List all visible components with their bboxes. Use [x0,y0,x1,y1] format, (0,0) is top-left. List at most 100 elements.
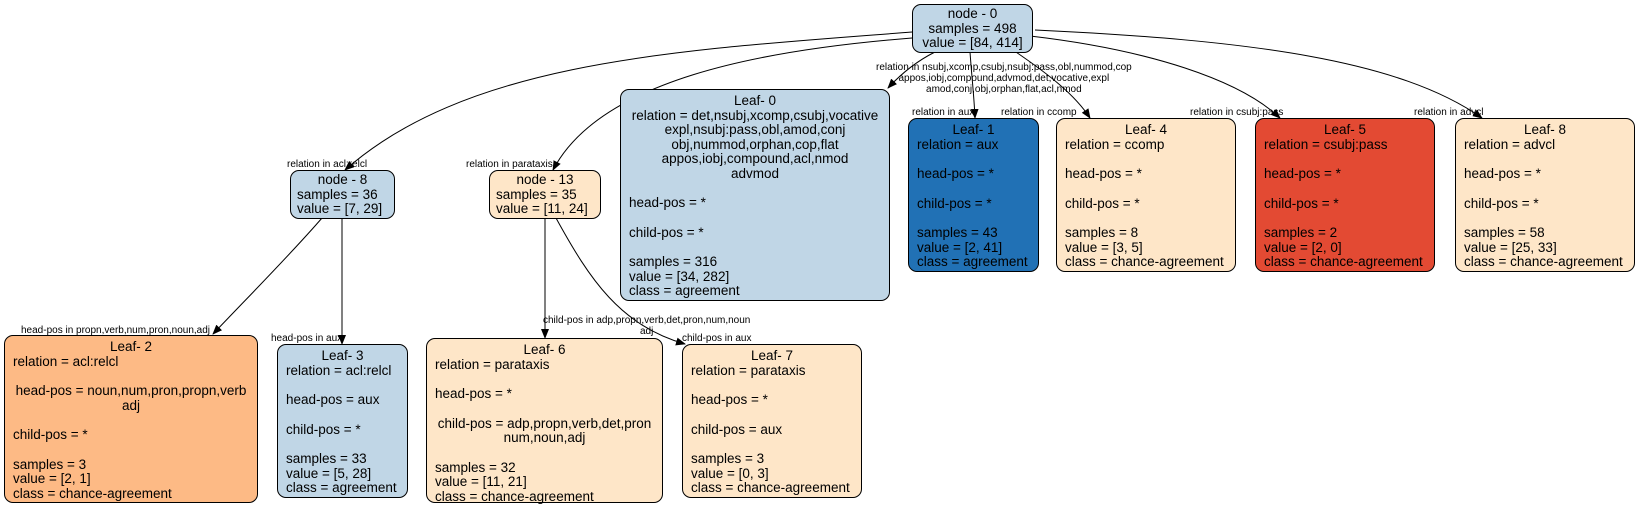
node-title: node - 13 [516,172,574,187]
leaf-relation: relation = csubj:pass [1264,136,1388,152]
tree-node-0: node - 0 samples = 498 value = [84, 414] [912,4,1033,53]
edge-node0-leaf5 [1029,35,1281,119]
edge-node0-node13 [552,37,913,171]
edge-label-leaf5: relation in csubj:pass [1190,107,1284,118]
edge-label-leaf0: relation in nsubj,xcomp,csubj,nsubj:pass… [876,62,1132,95]
edge-label-leaf6: child-pos in adp,propn,verb,det,pron,num… [543,315,751,337]
leaf-child-pos: child-pos = * [1464,195,1539,211]
leaf-relation: relation = ccomp [1065,136,1165,152]
leaf-relation: relation = parataxis [691,362,806,378]
tree-leaf-5: Leaf- 5 relation = csubj:pass head-pos =… [1255,118,1435,272]
leaf-head-pos: head-pos = * [917,166,994,181]
leaf-class: class = chance-agreement [435,488,594,504]
edge-label-leaf2: head-pos in propn,verb,num,pron,noun,adj [21,325,211,336]
leaf-head-pos: head-pos = * [691,392,768,407]
tree-leaf-3: Leaf- 3 relation = acl:relcl head-pos = … [277,344,408,498]
node-samples: samples = 498 [928,20,1017,36]
leaf-relation: relation = acl:relcl [286,362,392,378]
leaf-value: value = [11, 21] [435,474,527,489]
leaf-samples: samples = 3 [13,456,87,472]
leaf-samples: samples = 33 [286,451,367,466]
leaf-class: class = chance-agreement [1065,254,1224,269]
leaf-value: value = [5, 28] [286,465,372,481]
leaf-value: value = [3, 5] [1065,239,1143,255]
leaf-class: class = chance-agreement [1464,254,1623,269]
leaf-relation: relation = acl:relcl [13,353,119,369]
node-title: node - 0 [947,6,998,21]
leaf-relation: relation = parataxis [435,356,550,372]
leaf-class: class = agreement [629,283,740,298]
leaf-samples: samples = 8 [1065,225,1139,240]
leaf-child-pos: child-pos = * [629,224,704,240]
leaf-head-pos: head-pos = * [1065,166,1142,181]
edge-label-leaf4: relation in ccomp [1001,107,1077,118]
leaf-value: value = [2, 1] [13,471,91,486]
edge-node0-node8 [344,31,913,171]
leaf-head-pos: head-pos = * [1264,166,1341,181]
node-title: node - 8 [317,172,368,187]
edge-node0-leaf4 [1009,47,1091,119]
leaf-samples: samples = 316 [629,254,718,269]
tree-leaf-0: Leaf- 0 relation = det,nsubj,xcomp,csubj… [620,89,890,301]
leaf-child-pos: child-pos = * [286,421,361,437]
tree-leaf-6: Leaf- 6 relation = parataxis head-pos = … [426,338,663,503]
leaf-samples: samples = 43 [917,225,998,240]
leaf-class: class = agreement [917,254,1028,269]
leaf-title: Leaf- 7 [750,348,794,363]
node-samples: samples = 36 [297,186,378,202]
leaf-head-pos: head-pos = noun,num,pron,propn,verb adj [15,383,247,413]
leaf-value: value = [0, 3] [691,465,769,481]
leaf-title: Leaf- 2 [109,339,153,354]
node-samples: samples = 35 [496,186,577,202]
leaf-value: value = [2, 41] [917,239,1003,255]
tree-leaf-2: Leaf- 2 relation = acl:relcl head-pos = … [4,335,258,503]
tree-leaf-8: Leaf- 8 relation = advcl head-pos = * ch… [1455,118,1635,272]
leaf-title: Leaf- 0 [733,93,777,108]
leaf-relation: relation = det,nsubj,xcomp,csubj,vocativ… [631,107,879,181]
leaf-value: value = [25, 33] [1464,239,1557,255]
edge-node0-leaf8 [1034,29,1483,119]
leaf-samples: samples = 58 [1464,225,1545,240]
leaf-class: class = chance-agreement [691,480,850,495]
tree-leaf-7: Leaf- 7 relation = parataxis head-pos = … [682,344,862,498]
leaf-value: value = [34, 282] [629,268,730,284]
leaf-child-pos: child-pos = * [13,427,88,442]
leaf-title: Leaf- 3 [321,348,364,363]
edge-label-leaf1: relation in aux [912,107,975,118]
leaf-title: Leaf- 1 [952,122,995,137]
leaf-child-pos: child-pos = * [1264,195,1339,211]
tree-node-13: node - 13 samples = 35 value = [11, 24] [489,170,601,219]
edge-node13-leaf7 [555,217,686,346]
leaf-title: Leaf- 4 [1124,122,1168,137]
leaf-title: Leaf- 8 [1523,122,1567,137]
node-value: value = [7, 29] [297,201,383,216]
leaf-class: class = chance-agreement [13,485,172,501]
edge-label-leaf3: head-pos in aux [271,333,343,344]
tree-leaf-1: Leaf- 1 relation = aux head-pos = * chil… [908,118,1039,272]
node-value: value = [11, 24] [496,201,588,216]
leaf-samples: samples = 3 [691,451,765,466]
edge-label-leaf8: relation in advcl [1414,107,1484,118]
leaf-head-pos: head-pos = aux [286,392,380,407]
edge-label-node8: relation in acl:relcl [287,159,368,170]
edge-label-leaf7: child-pos in aux [682,333,752,344]
leaf-child-pos: child-pos = * [917,195,992,211]
leaf-samples: samples = 32 [435,459,516,475]
leaf-title: Leaf- 5 [1323,122,1367,137]
edge-node0-leaf0 [887,51,936,89]
leaf-class: class = chance-agreement [1264,254,1423,269]
leaf-title: Leaf- 6 [523,342,566,357]
edge-node0-leaf1 [969,51,979,119]
leaf-child-pos: child-pos = aux [691,421,783,437]
leaf-class: class = agreement [286,480,397,495]
leaf-relation: relation = aux [917,136,999,152]
tree-node-8: node - 8 samples = 36 value = [7, 29] [290,170,395,219]
leaf-samples: samples = 2 [1264,225,1338,240]
leaf-head-pos: head-pos = * [435,386,512,401]
node-value: value = [84, 414] [922,35,1023,50]
edge-node8-leaf2 [212,217,323,335]
edge-label-node13: relation in parataxis [466,159,553,170]
leaf-child-pos: child-pos = * [1065,195,1140,211]
tree-leaf-4: Leaf- 4 relation = ccomp head-pos = * ch… [1056,118,1236,272]
